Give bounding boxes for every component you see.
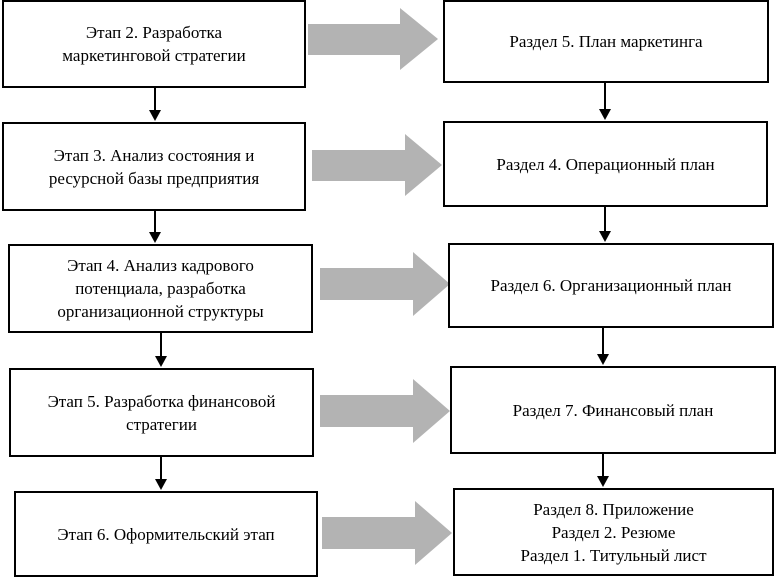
section-box-5: Раздел 5. План маркетинга — [443, 0, 769, 83]
step-box-2: Этап 2. Разработка маркетинговой стратег… — [2, 0, 306, 88]
section-box-7: Раздел 7. Финансовый план — [450, 366, 776, 454]
step-3-line-2: ресурсной базы предприятия — [48, 168, 260, 188]
big-arrow-5 — [322, 501, 452, 565]
down-arrow-left-1 — [149, 88, 161, 121]
section-2-line: Раздел 2. Резюме — [551, 522, 676, 542]
step-4-line-1: Этап 4. Анализ кадрового — [67, 256, 254, 275]
step-5-line-1: Этап 5. Разработка финансовой — [47, 391, 276, 411]
down-arrow-left-4 — [155, 457, 167, 490]
big-arrow-1 — [308, 8, 438, 70]
step-2-line-1: Этап 2. Разработка — [85, 23, 223, 42]
section-box-4: Раздел 4. Операционный план — [443, 121, 768, 207]
down-arrow-right-1 — [599, 83, 611, 120]
section-6-line-1: Раздел 6. Организационный план — [490, 276, 732, 295]
section-box-8-2-1: Раздел 8. Приложение Раздел 2. Резюме Ра… — [453, 488, 774, 576]
step-2-line-2: маркетинговой стратегии — [62, 46, 246, 65]
section-1-line: Раздел 1. Титульный лист — [520, 545, 707, 565]
down-arrow-left-3 — [155, 333, 167, 367]
big-arrow-4 — [320, 379, 450, 443]
section-8-line: Раздел 8. Приложение — [533, 499, 694, 519]
step-box-3: Этап 3. Анализ состояния и ресурсной баз… — [2, 122, 306, 211]
step-4-line-3: организационной структуры — [57, 302, 264, 321]
step-4-line-2: потенциала, разработка — [75, 279, 246, 298]
section-4-line-1: Раздел 4. Операционный план — [496, 154, 715, 174]
step-3-line-1: Этап 3. Анализ состояния и — [53, 145, 255, 165]
big-arrow-3 — [320, 252, 450, 316]
step-box-6: Этап 6. Оформительский этап — [14, 491, 318, 577]
big-arrow-2 — [312, 134, 442, 196]
section-box-6: Раздел 6. Организационный план — [448, 243, 774, 328]
section-5-line-1: Раздел 5. План маркетинга — [509, 32, 703, 51]
step-6-line-1: Этап 6. Оформительский этап — [57, 524, 275, 544]
down-arrow-left-2 — [149, 211, 161, 243]
down-arrow-right-2 — [599, 207, 611, 242]
step-box-4: Этап 4. Анализ кадрового потенциала, раз… — [8, 244, 313, 333]
step-box-5: Этап 5. Разработка финансовой стратегии — [9, 368, 314, 457]
section-7-line-1: Раздел 7. Финансовый план — [512, 400, 714, 420]
step-5-line-2: стратегии — [126, 414, 197, 434]
down-arrow-right-3 — [597, 328, 609, 365]
down-arrow-right-4 — [597, 454, 609, 487]
